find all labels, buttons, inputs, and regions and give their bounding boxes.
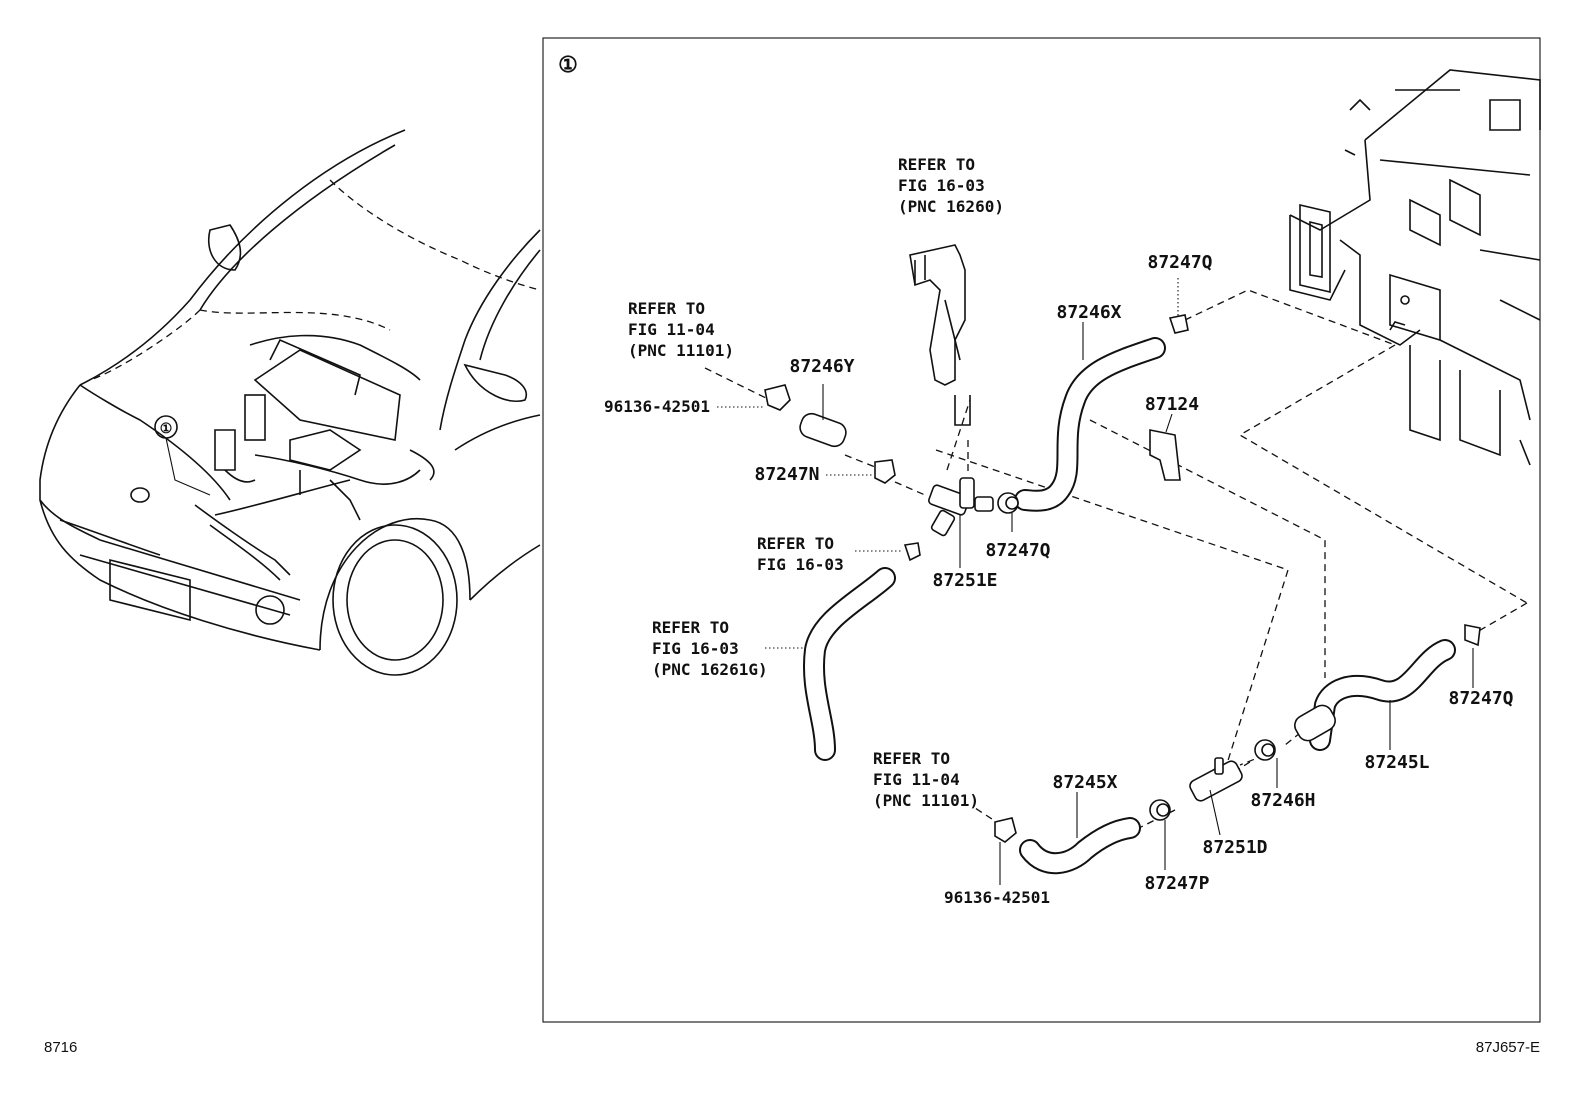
clamp-96136-top-shape xyxy=(764,384,791,411)
ref-fig-11-04-bottom: REFER TO FIG 11-04 (PNC 11101) xyxy=(873,749,979,810)
label-87245L: 87245L xyxy=(1364,752,1429,773)
joint-87251E xyxy=(928,477,975,537)
reference-notes: REFER TO FIG 16-03 (PNC 16260) REFER TO … xyxy=(628,155,1004,810)
svg-text:REFER TO: REFER TO xyxy=(898,155,975,174)
engine-bay-components xyxy=(214,334,435,521)
callout-number: ① xyxy=(160,421,173,437)
label-87247Q-right: 87247Q xyxy=(1448,688,1513,709)
vehicle-overview-illustration xyxy=(39,129,541,676)
ref-fig-11-04-top: REFER TO FIG 11-04 (PNC 11101) xyxy=(628,299,734,360)
bracket-87124-shape xyxy=(1149,429,1181,481)
hose-16261G-shape xyxy=(803,567,896,761)
svg-text:FIG 16-03: FIG 16-03 xyxy=(652,639,739,658)
clamp-87246H-shape xyxy=(1254,739,1276,761)
label-87124: 87124 xyxy=(1145,394,1199,415)
svg-text:FIG 11-04: FIG 11-04 xyxy=(628,320,715,339)
hose-87246Y-shape xyxy=(799,412,847,448)
svg-text:FIG 11-04: FIG 11-04 xyxy=(873,770,960,789)
ref-fig-16-03-pnc-16261g: REFER TO FIG 16-03 (PNC 16261G) xyxy=(652,618,768,679)
label-87247N: 87247N xyxy=(754,464,819,485)
label-87246Y: 87246Y xyxy=(789,356,854,377)
svg-text:FIG 16-03: FIG 16-03 xyxy=(757,555,844,574)
clamp-87247Q-right-shape xyxy=(1464,624,1481,647)
svg-text:(PNC 16260): (PNC 16260) xyxy=(898,197,1004,216)
clamp-87247Q-top-shape xyxy=(1168,314,1189,334)
footer-left-code: 8716 xyxy=(44,1039,77,1056)
label-87251E: 87251E xyxy=(932,570,997,591)
svg-text:FIG 16-03: FIG 16-03 xyxy=(898,176,985,195)
hose-16260-shape xyxy=(909,244,971,426)
label-87246X: 87246X xyxy=(1056,302,1121,323)
label-87247P: 87247P xyxy=(1144,873,1209,894)
heater-unit-illustration xyxy=(1289,69,1541,466)
svg-text:(PNC 11101): (PNC 11101) xyxy=(873,791,979,810)
svg-text:REFER TO: REFER TO xyxy=(757,534,834,553)
detail-callout-number: ① xyxy=(558,53,578,78)
hose-87245X-shape xyxy=(1019,817,1141,875)
hose-87246X-shape xyxy=(1014,337,1166,512)
detail-frame xyxy=(542,37,1541,1023)
ref-fig-16-03-pnc-16260: REFER TO FIG 16-03 (PNC 16260) xyxy=(898,155,1004,216)
part-labels: 87247Q 87246X 87246Y 87124 87247N 87247Q… xyxy=(604,252,1514,907)
hose-87245L-end xyxy=(1294,704,1336,742)
label-87251D: 87251D xyxy=(1202,837,1267,858)
label-87247Q-mid: 87247Q xyxy=(985,540,1050,561)
clamp-87247P-shape xyxy=(1149,799,1171,821)
joint-87251D-shape xyxy=(1189,757,1243,802)
svg-text:(PNC 11101): (PNC 11101) xyxy=(628,341,734,360)
label-87245X: 87245X xyxy=(1052,772,1117,793)
svg-text:REFER TO: REFER TO xyxy=(873,749,950,768)
clamp-fig16-mid-shape xyxy=(903,542,921,562)
label-leaders xyxy=(717,278,1474,885)
hose-87245L-shape xyxy=(1309,639,1456,751)
svg-text:(PNC 16261G): (PNC 16261G) xyxy=(652,660,768,679)
label-96136-42501-top: 96136-42501 xyxy=(604,397,710,416)
footer-right-code: 87J657-E xyxy=(1476,1039,1540,1056)
label-87247Q-top: 87247Q xyxy=(1147,252,1212,273)
ref-fig-16-03-mid: REFER TO FIG 16-03 xyxy=(757,534,844,574)
svg-text:REFER TO: REFER TO xyxy=(628,299,705,318)
label-87246H: 87246H xyxy=(1250,790,1315,811)
clamp-87247Q-mid-shape xyxy=(974,492,1019,514)
clamp-87247N-shape xyxy=(874,459,896,484)
svg-text:REFER TO: REFER TO xyxy=(652,618,729,637)
clamp-96136-bottom-shape xyxy=(994,817,1017,843)
label-96136-42501-bottom: 96136-42501 xyxy=(944,888,1050,907)
